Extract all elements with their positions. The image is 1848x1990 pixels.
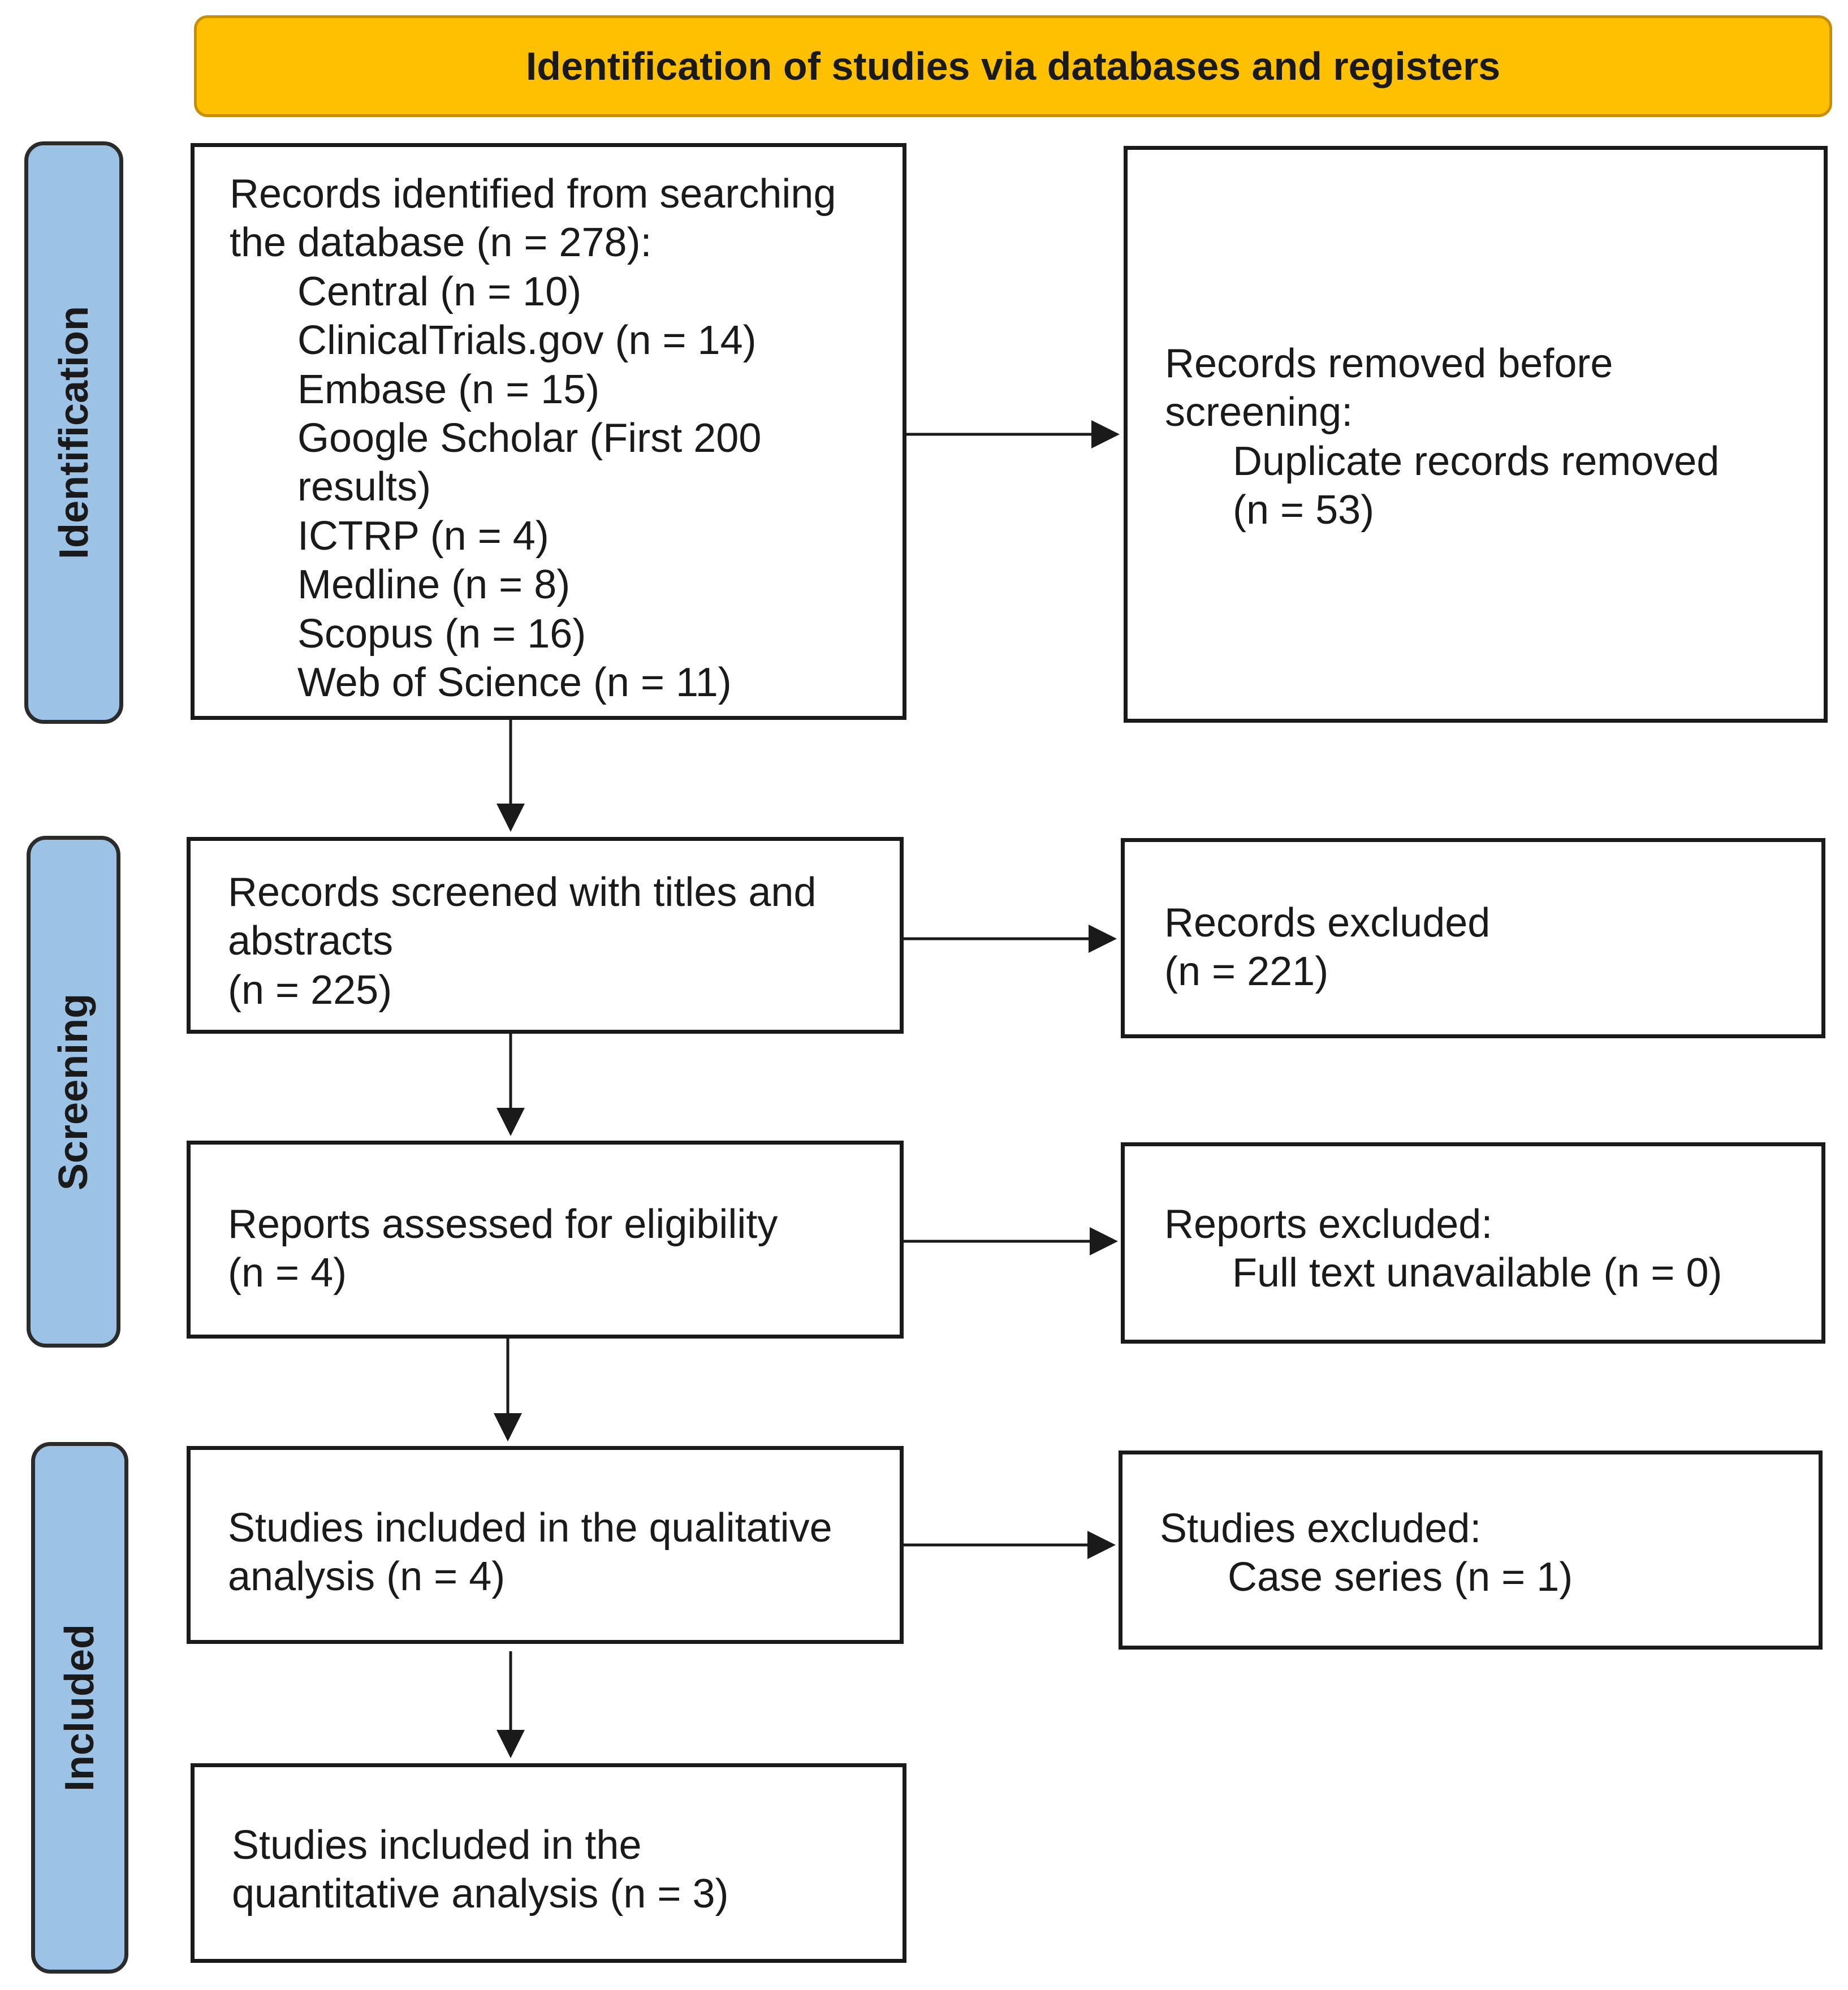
reports-assessed-line2: (n = 4) xyxy=(228,1250,347,1296)
studies-excluded-line1: Studies excluded: xyxy=(1160,1506,1482,1551)
box-records-excluded: Records excluded (n = 221) xyxy=(1121,838,1825,1038)
source-google-scholar-cont: results) xyxy=(297,464,431,510)
source-central: Central (n = 10) xyxy=(297,269,582,314)
box-records-removed: Records removed before screening: Duplic… xyxy=(1124,146,1828,723)
records-screened-line1: Records screened with titles and xyxy=(228,870,817,915)
source-web-of-science: Web of Science (n = 11) xyxy=(297,659,732,705)
records-screened-line3: (n = 225) xyxy=(228,967,392,1013)
box-quantitative: Studies included in the quantitative ana… xyxy=(191,1763,906,1963)
phase-included: Included xyxy=(31,1442,128,1974)
reports-excluded-line1: Reports excluded: xyxy=(1164,1202,1493,1247)
records-removed-line4: (n = 53) xyxy=(1233,487,1375,533)
source-medline: Medline (n = 8) xyxy=(297,562,571,608)
phase-identification: Identification xyxy=(24,141,123,724)
records-identified-line2: the database (n = 278): xyxy=(230,220,652,266)
records-removed-line1: Records removed before xyxy=(1165,341,1613,386)
quantitative-line1: Studies included in the xyxy=(232,1823,642,1868)
qualitative-line1: Studies included in the qualitative xyxy=(228,1505,832,1551)
reports-assessed-line1: Reports assessed for eligibility xyxy=(228,1202,778,1247)
quantitative-line2: quantitative analysis (n = 3) xyxy=(232,1871,729,1917)
records-excluded-line1: Records excluded xyxy=(1164,900,1491,946)
box-records-identified: Records identified from searching the da… xyxy=(191,143,906,720)
source-embase: Embase (n = 15) xyxy=(297,366,600,412)
box-records-screened: Records screened with titles and abstrac… xyxy=(187,837,904,1034)
box-studies-excluded: Studies excluded: Case series (n = 1) xyxy=(1119,1451,1823,1650)
reports-excluded-line2: Full text unavailable (n = 0) xyxy=(1232,1250,1722,1296)
box-reports-excluded: Reports excluded: Full text unavailable … xyxy=(1121,1142,1825,1344)
box-reports-assessed: Reports assessed for eligibility (n = 4) xyxy=(187,1141,904,1339)
records-excluded-line2: (n = 221) xyxy=(1164,949,1329,995)
records-screened-line2: abstracts xyxy=(228,918,394,964)
records-removed-line3: Duplicate records removed xyxy=(1233,438,1720,484)
studies-excluded-line2: Case series (n = 1) xyxy=(1228,1555,1573,1600)
records-identified-line1: Records identified from searching xyxy=(230,171,836,217)
phase-screening: Screening xyxy=(27,836,120,1348)
source-ictrp: ICTRP (n = 4) xyxy=(297,513,549,559)
header-banner: Identification of studies via databases … xyxy=(194,15,1832,117)
box-qualitative: Studies included in the qualitative anal… xyxy=(187,1446,904,1644)
source-clinicaltrials: ClinicalTrials.gov (n = 14) xyxy=(297,318,757,364)
source-scopus: Scopus (n = 16) xyxy=(297,611,586,657)
source-google-scholar: Google Scholar (First 200 xyxy=(297,415,762,461)
qualitative-line2: analysis (n = 4) xyxy=(228,1554,506,1600)
records-removed-line2: screening: xyxy=(1165,390,1353,435)
header-title: Identification of studies via databases … xyxy=(525,44,1501,88)
